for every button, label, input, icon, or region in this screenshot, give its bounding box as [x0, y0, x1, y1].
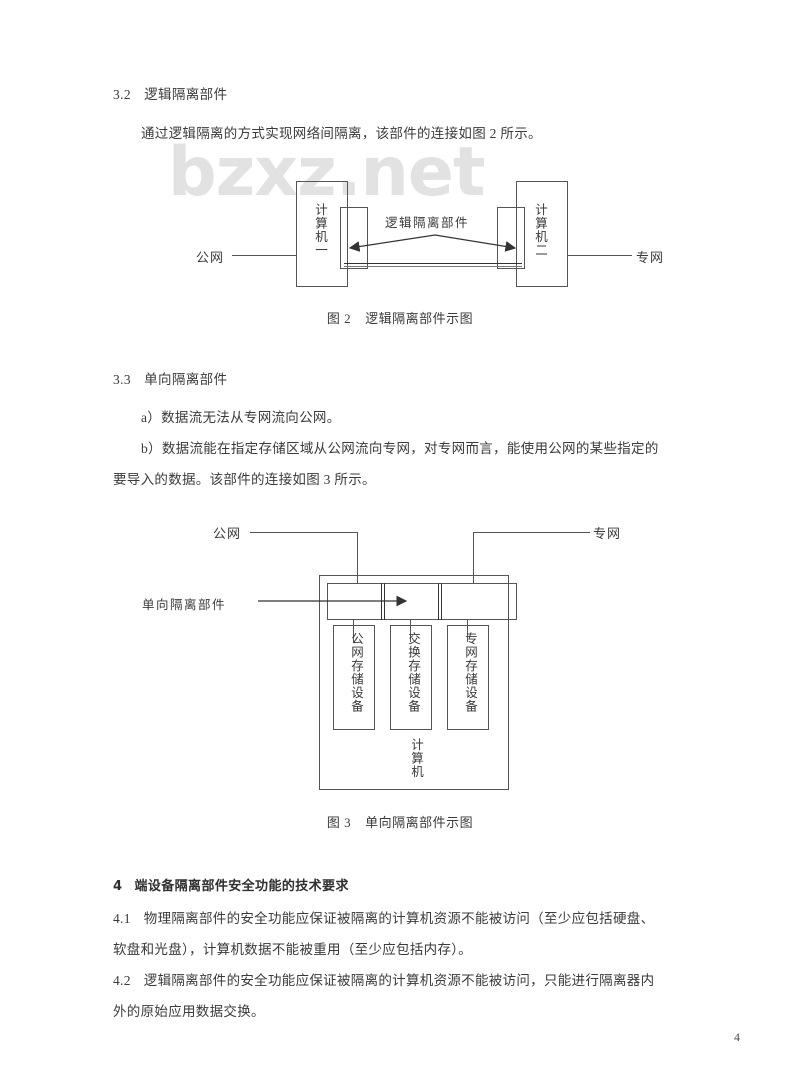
- figure2-left-network-label: 公网: [196, 250, 225, 265]
- figure3-storage-label-exchange: 交换存储设备: [406, 632, 420, 713]
- section-4-number: 4: [113, 879, 123, 894]
- section-4-1-number: 4.1: [113, 911, 131, 926]
- figure2-right-computer-label: 计算机二: [533, 203, 547, 257]
- section-3-3-item-a: a）数据流无法从专网流向公网。: [141, 410, 341, 425]
- figure3-storage-label-private: 专网存储设备: [463, 632, 477, 713]
- section-3-2-number: 3.2: [113, 87, 132, 102]
- figure3-divider-2b: [441, 583, 442, 620]
- figure2-bidirectional-arrow-icon: [348, 234, 517, 252]
- figure3-computer-enclosure: [319, 575, 509, 790]
- figure3-public-lead-horizontal: [250, 532, 358, 533]
- section-3-2-heading: 3.2 逻辑隔离部件: [113, 85, 227, 105]
- section-4-2-line2: 外的原始应用数据交换。: [113, 1004, 265, 1019]
- section-4-title: 端设备隔离部件安全功能的技术要求: [134, 879, 349, 894]
- figure2-link-line-top: [344, 263, 522, 264]
- figure3-private-lead-vertical: [473, 532, 474, 583]
- section-3-3-title: 单向隔离部件: [144, 372, 228, 387]
- section-3-2-title: 逻辑隔离部件: [144, 87, 228, 102]
- figure2-left-computer-box: [296, 181, 348, 287]
- figure2-right-network-label: 专网: [636, 250, 665, 265]
- figure3-computer-label: 计算机: [409, 738, 423, 779]
- figure-2-caption-title: 逻辑隔离部件示图: [365, 311, 474, 326]
- figure2-right-computer-box: [516, 181, 568, 287]
- section-4-1-line2: 软盘和光盘），计算机数据不能被重用（至少应包括内存）。: [113, 942, 473, 957]
- figure-3-caption-title: 单向隔离部件示图: [365, 815, 474, 830]
- figure3-stem-private: [467, 620, 468, 642]
- figure3-component-label: 单向隔离部件: [142, 598, 227, 612]
- figure-3-caption: 图 3 单向隔离部件示图: [0, 812, 800, 831]
- figure3-public-lead-vertical: [357, 532, 358, 583]
- figure2-left-computer-label: 计算机一: [313, 203, 327, 257]
- figure3-private-lead-horizontal: [473, 532, 590, 533]
- figure2-left-port-box: [340, 207, 368, 269]
- figure2-link-line-bottom: [344, 266, 522, 267]
- figure3-storage-box-exchange: [390, 625, 432, 730]
- section-3-2-body: 通过逻辑隔离的方式实现网络间隔离，该部件的连接如图 2 所示。: [141, 126, 542, 141]
- figure3-storage-box-private: [447, 625, 489, 730]
- figure-3-caption-number: 图 3: [326, 815, 352, 830]
- figure-2-caption-number: 图 2: [326, 311, 352, 326]
- section-3-3-number: 3.3: [113, 372, 132, 387]
- figure3-stem-exchange: [410, 620, 411, 642]
- figure-3: 公网 专网 单向隔离部件 公网存储设备 交换存储设备 专网存储设备: [0, 526, 800, 831]
- figure2-right-port-box: [497, 207, 525, 269]
- section-3-3-item-b-line1: b）数据流能在指定存储区域从公网流向专网，对专网而言，能使用公网的某些指定的: [141, 441, 659, 456]
- section-4-2-number: 4.2: [113, 973, 131, 988]
- section-4-heading: 4 端设备隔离部件安全功能的技术要求: [113, 875, 349, 894]
- figure2-center-label: 逻辑隔离部件: [385, 216, 470, 230]
- section-3-3-heading: 3.3 单向隔离部件: [113, 370, 227, 390]
- figure2-right-lead-line: [568, 255, 632, 256]
- figure3-storage-box-public: [333, 625, 375, 730]
- page-number: 4: [734, 1030, 740, 1044]
- figure3-private-network-label: 专网: [593, 526, 622, 541]
- figure-2: 计算机一 计算机二 公网 专网 逻辑隔离部件: [0, 0, 800, 340]
- figure3-divider-2a: [438, 583, 439, 620]
- figure3-flow-arrow-icon: [258, 595, 408, 607]
- figure2-left-lead-line: [232, 255, 296, 256]
- section-3-3-item-b-line2: 要导入的数据。该部件的连接如图 3 所示。: [113, 472, 376, 487]
- watermark: bzxz.net: [168, 133, 486, 212]
- figure3-stem-public: [353, 620, 354, 642]
- figure-2-caption: 图 2 逻辑隔离部件示图: [0, 308, 800, 327]
- figure3-storage-label-public: 公网存储设备: [349, 632, 363, 713]
- figure3-public-network-label: 公网: [213, 526, 242, 541]
